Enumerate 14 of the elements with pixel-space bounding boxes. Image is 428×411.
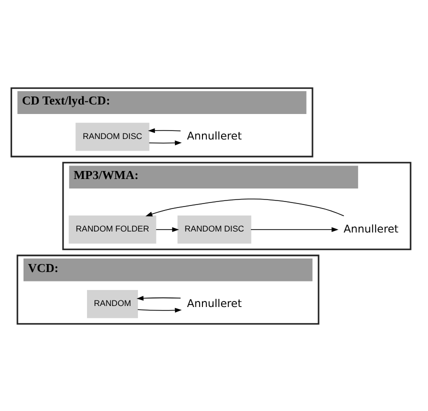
arrow xyxy=(136,295,181,300)
node-text: Annulleret xyxy=(187,129,242,142)
arrow xyxy=(148,128,181,132)
arrow xyxy=(137,307,182,312)
node-box: RANDOM xyxy=(87,290,138,318)
node-box: RANDOM DISC xyxy=(76,122,150,150)
node-box: RANDOM DISC xyxy=(178,215,252,244)
node-text: Annulleret xyxy=(344,222,398,235)
node-text: Annulleret xyxy=(187,296,242,310)
arrow xyxy=(156,226,179,232)
arrow xyxy=(146,198,344,216)
arrow xyxy=(148,140,182,145)
arrow xyxy=(250,226,338,232)
node-box: RANDOM FOLDER xyxy=(68,215,156,244)
